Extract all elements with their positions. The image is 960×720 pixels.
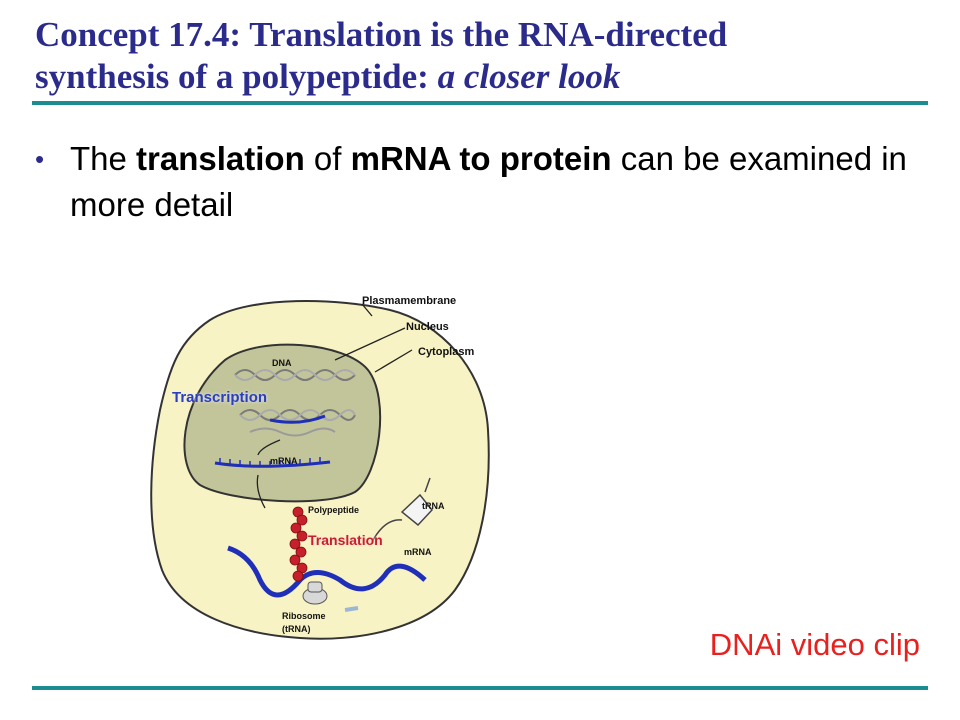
title-divider (32, 101, 928, 105)
svg-text:Translation: Translation (308, 532, 383, 548)
bullet-text-3: of (304, 140, 351, 177)
bullet-text-mrna-protein: mRNA to protein (350, 140, 612, 177)
title-line2: synthesis of a polypeptide: (35, 57, 438, 96)
dnai-video-link[interactable]: DNAi video clip (709, 627, 920, 662)
title-line2-italic: a closer look (437, 57, 621, 96)
movement-arrow (344, 606, 359, 612)
trna-molecule (371, 477, 433, 543)
label-translation: Translation (308, 532, 383, 548)
mrna-strand-cytoplasm (227, 545, 427, 598)
polypeptide-chain (289, 506, 308, 582)
label-polypeptide: Polypeptide (308, 505, 359, 515)
slide-title: Concept 17.4: Translation is the RNA-dir… (35, 14, 935, 98)
label-plasma-membrane: Plasmamembrane (362, 295, 456, 307)
mrna-codons-nucleus (219, 457, 321, 467)
title-line1: Concept 17.4: Translation is the RNA-dir… (35, 15, 728, 54)
cell-diagram-svg: Plasmamembrane Nucleus Cytoplasm DNA Tra… (150, 295, 490, 640)
label-mrna-cytoplasm: mRNA (404, 547, 432, 557)
bullet-text-5: can be examined in more detail (70, 140, 907, 223)
label-ribosome-trna: (tRNA) (282, 624, 311, 634)
label-dna: DNA (272, 358, 292, 368)
bullet-text: The translation of mRNA to protein can b… (70, 136, 920, 228)
bullet-dot-icon: • (35, 144, 45, 174)
cell-diagram: Plasmamembrane Nucleus Cytoplasm DNA Tra… (140, 280, 520, 650)
mrna-strand-nucleus (214, 414, 331, 468)
label-trna: tRNA (422, 501, 445, 511)
ribosome (302, 581, 328, 605)
footer-divider (32, 686, 928, 690)
label-mrna-nucleus: mRNA (270, 456, 298, 466)
label-nucleus: Nucleus (406, 321, 449, 333)
bullet-text-translation: translation (136, 140, 305, 177)
dna-helix (234, 369, 356, 437)
pointer-arrows (256, 303, 413, 509)
label-ribosome: Ribosome (282, 611, 326, 621)
bullet-text-1: The (70, 140, 137, 177)
label-transcription: Transcription (172, 389, 267, 406)
svg-text:Transcription: Transcription (172, 389, 267, 406)
label-cytoplasm: Cytoplasm (418, 346, 474, 358)
